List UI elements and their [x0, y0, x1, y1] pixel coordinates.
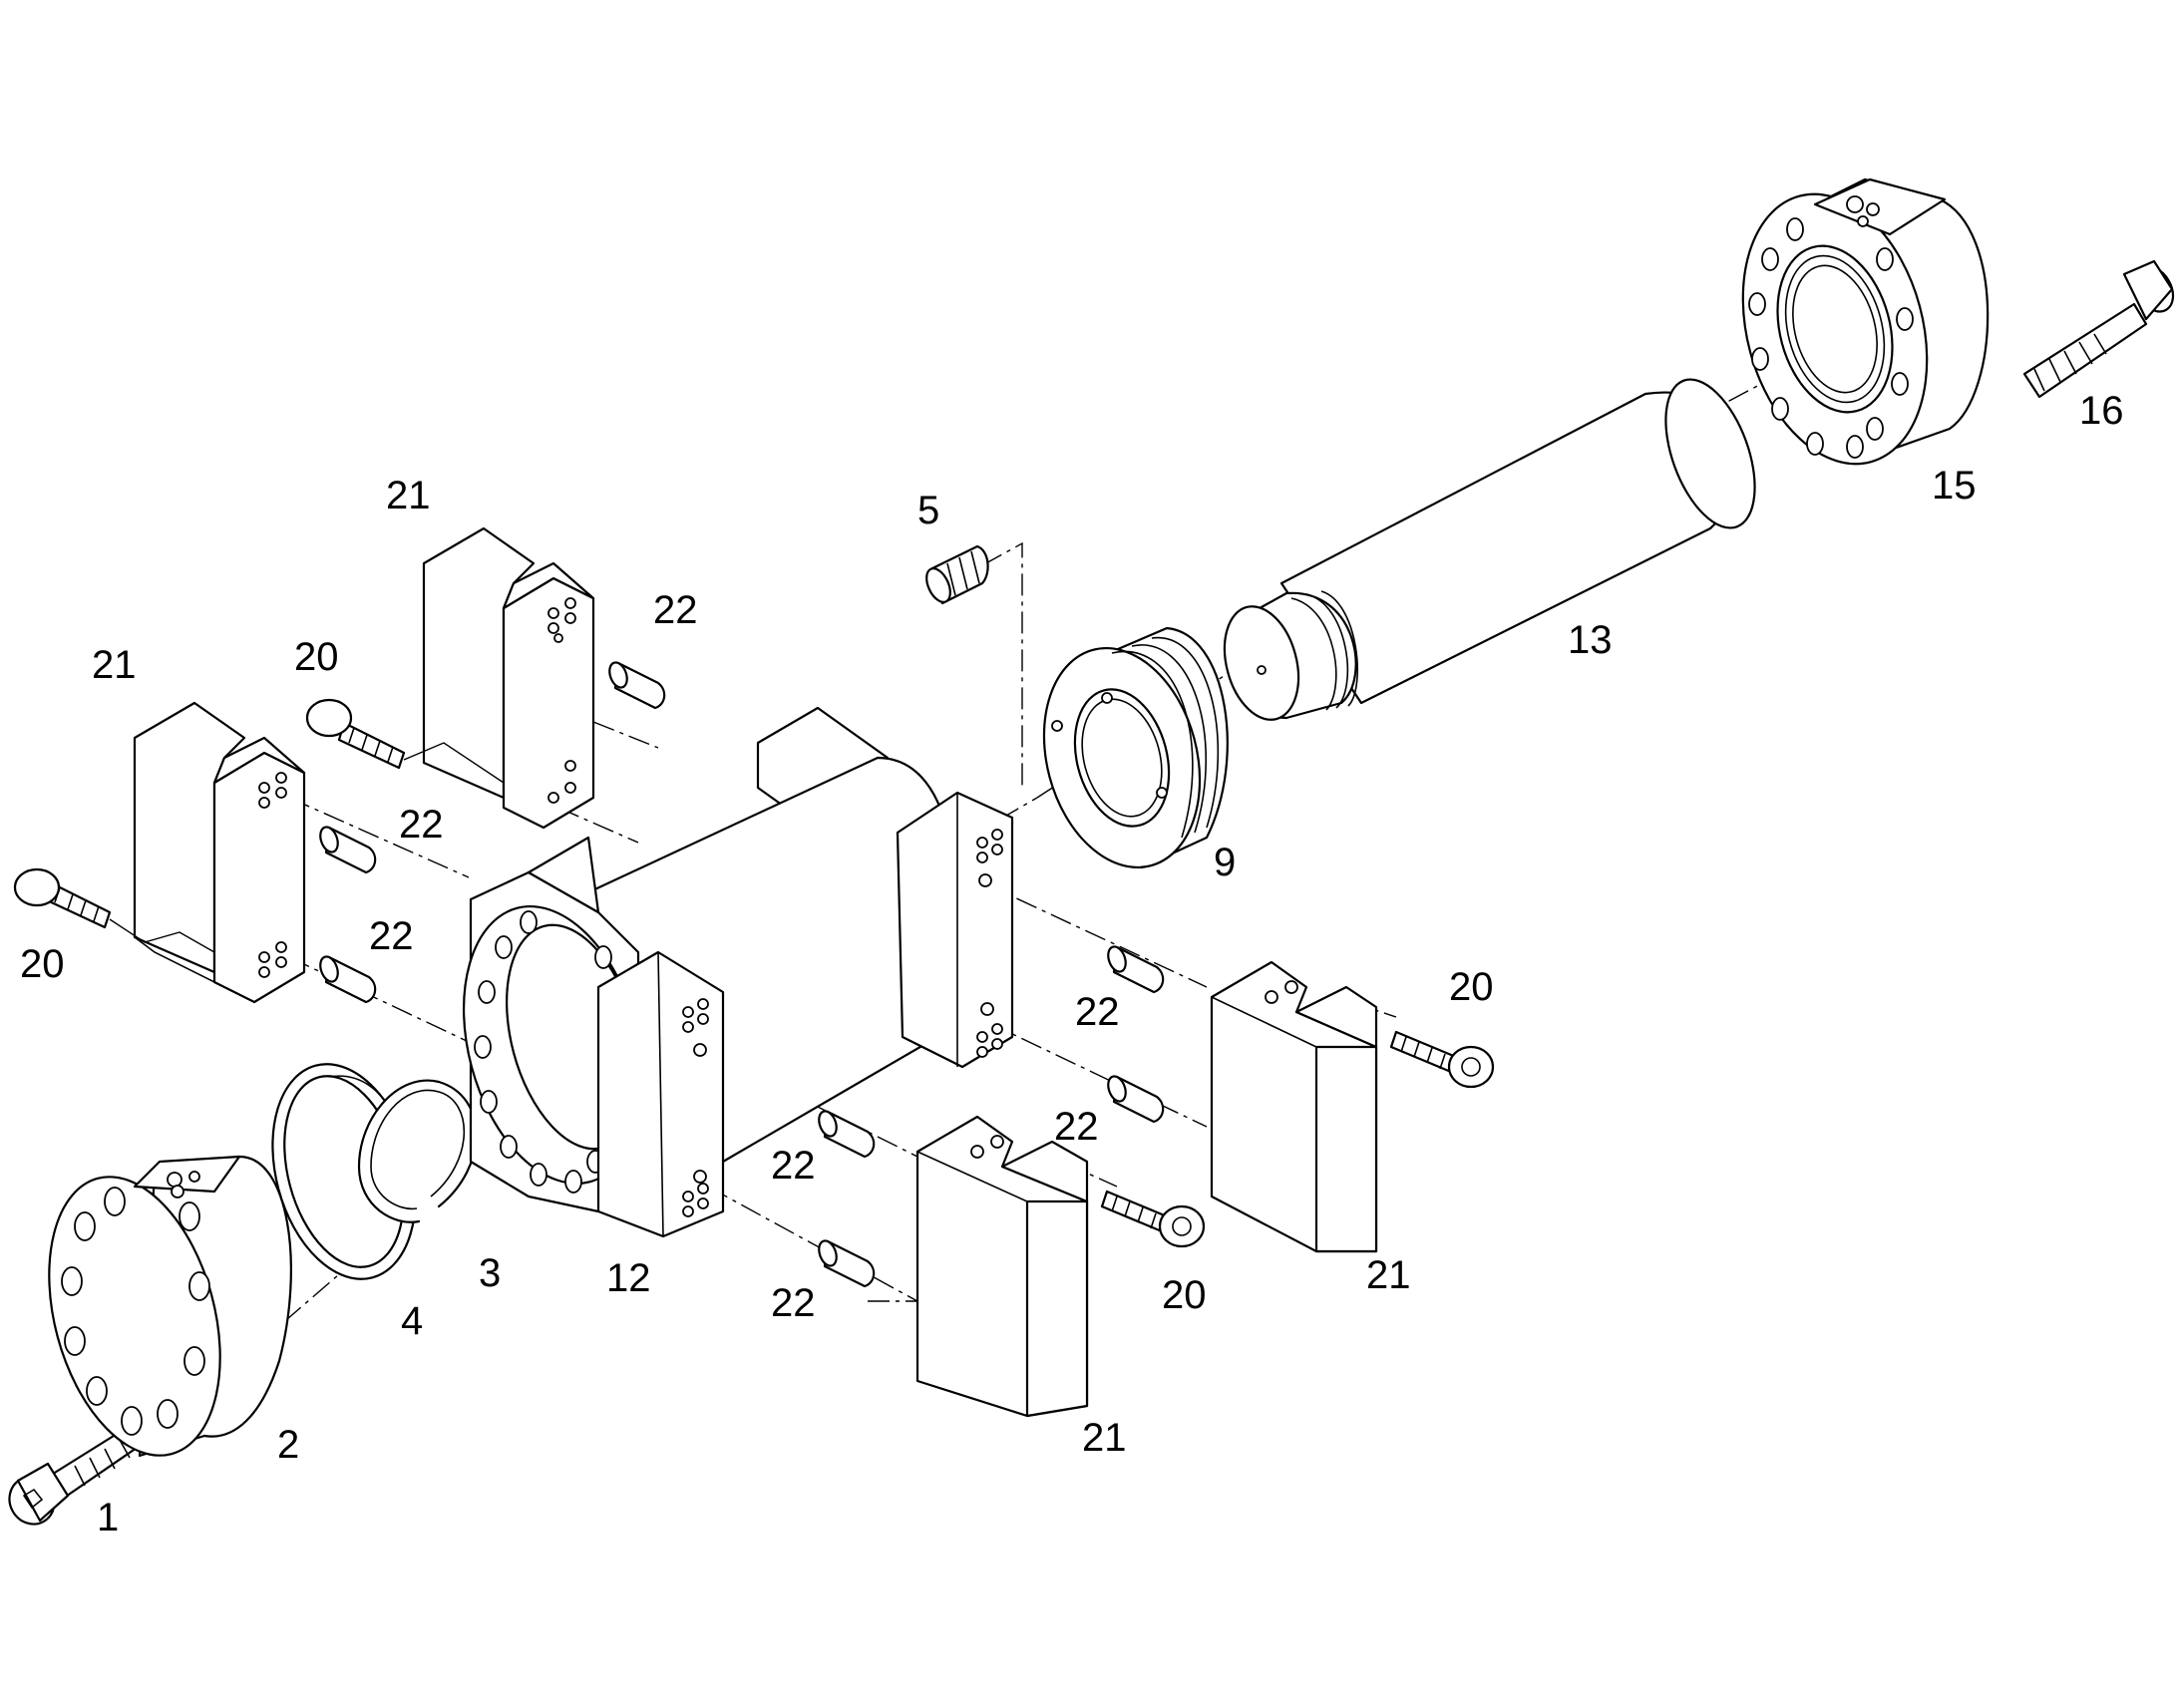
part-21-block-bottom [915, 1115, 1089, 1418]
dowel-pin [319, 826, 377, 874]
part-1-cap-screw [8, 1424, 142, 1526]
callout-4: 4 [401, 1299, 423, 1343]
callout-22: 22 [1054, 1105, 1099, 1149]
part-20-cap-screw-bottom [1100, 1190, 1206, 1248]
callout-13: 13 [1568, 618, 1613, 662]
callout-21: 21 [92, 643, 137, 687]
dowel-pin [319, 955, 377, 1004]
callout-9: 9 [1214, 841, 1236, 884]
part-20-cap-screw-top [305, 698, 505, 784]
callout-20: 20 [20, 942, 65, 986]
callout-22: 22 [399, 803, 444, 847]
dowel-pin [608, 661, 666, 710]
callout-16: 16 [2079, 389, 2124, 433]
part-12-housing [462, 706, 1014, 1238]
callout-1: 1 [97, 1496, 119, 1539]
dowel-pin [818, 1239, 876, 1288]
part-9-threaded-nut [1042, 626, 1229, 869]
dowel-pin [1107, 945, 1165, 994]
callout-21: 21 [386, 474, 431, 517]
part-13-shaft [1223, 378, 1756, 721]
callout-21: 21 [1366, 1253, 1411, 1297]
part-20-cap-screw-left [13, 867, 215, 953]
callout-21: 21 [1082, 1416, 1127, 1460]
callout-22: 22 [653, 588, 698, 632]
callout-22: 22 [771, 1281, 816, 1325]
callout-3: 3 [479, 1251, 501, 1295]
callout-12: 12 [606, 1256, 651, 1300]
part-21-block-left [133, 701, 306, 1004]
callout-labels: 1 2 3 4 5 9 12 13 15 16 20 20 20 20 21 2… [20, 389, 2124, 1539]
part-16-cap-screw [2022, 259, 2175, 399]
dowel-pin [818, 1110, 876, 1159]
part-15-end-nut [1741, 177, 1990, 466]
callout-5: 5 [917, 489, 939, 532]
callout-22: 22 [771, 1144, 816, 1188]
callout-22: 22 [1075, 990, 1120, 1034]
callout-20: 20 [1162, 1273, 1207, 1317]
part-2-end-cap [48, 1155, 292, 1458]
callout-22: 22 [369, 914, 414, 958]
part-21-block-right [1210, 960, 1378, 1253]
part-22-dowel-pins [319, 661, 1165, 1288]
dowel-pin [1107, 1075, 1165, 1124]
part-21-block-top [422, 526, 595, 830]
callout-20: 20 [294, 635, 339, 679]
callout-2: 2 [277, 1423, 299, 1467]
part-5-set-screw [925, 544, 989, 605]
callout-15: 15 [1932, 464, 1977, 508]
callout-20: 20 [1449, 965, 1494, 1009]
part-20-cap-screw-right [1389, 1030, 1495, 1089]
